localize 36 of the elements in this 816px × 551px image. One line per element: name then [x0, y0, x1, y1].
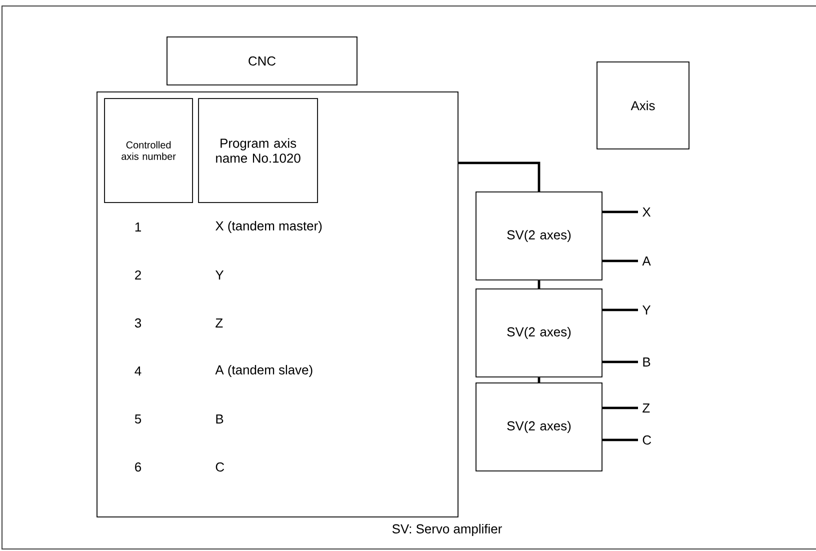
axis-name: X (tandem master): [216, 220, 322, 234]
axis-number: 5: [134, 414, 142, 424]
axis-label: B: [643, 358, 650, 366]
axis-number: 6: [135, 462, 142, 472]
connector-line: [602, 210, 638, 214]
axis-name: B: [216, 414, 224, 424]
amplifier-box: SV(2 axes): [476, 288, 602, 378]
axis-number: 1: [135, 222, 141, 232]
axis-name: Z: [216, 318, 223, 328]
connector-line: [458, 162, 540, 192]
header-box: Program axis name No.1020: [198, 98, 318, 203]
connector-line: [602, 438, 638, 442]
axis-label: Y: [642, 306, 651, 314]
amplifier-box: SV(2 axes): [476, 382, 602, 472]
connector-line: [602, 308, 638, 312]
axis-name: Y: [216, 270, 224, 280]
axis-label: Z: [642, 404, 650, 412]
axis-label: C: [642, 435, 652, 445]
axis-label: X: [642, 208, 651, 216]
amplifier-box: SV(2 axes): [476, 192, 602, 280]
connector-line: [602, 360, 638, 364]
connector-line: [602, 260, 638, 262]
label-box: CNC: [166, 36, 358, 86]
axis-number: 3: [134, 318, 142, 328]
connector-line: [602, 406, 638, 410]
connector-line: [538, 377, 540, 383]
axis-label: A: [642, 256, 651, 266]
caption: SV: Servo amplifier: [392, 524, 502, 536]
axis-number: 4: [134, 366, 142, 376]
header-box: Controlled axis number: [104, 98, 193, 203]
panel-box: [96, 92, 458, 518]
axis-number: 2: [135, 270, 141, 280]
axis-name: A (tandem slave): [215, 364, 312, 378]
axis-name: C: [216, 462, 224, 472]
label-box: Axis: [596, 62, 690, 150]
connector-line: [538, 280, 540, 289]
